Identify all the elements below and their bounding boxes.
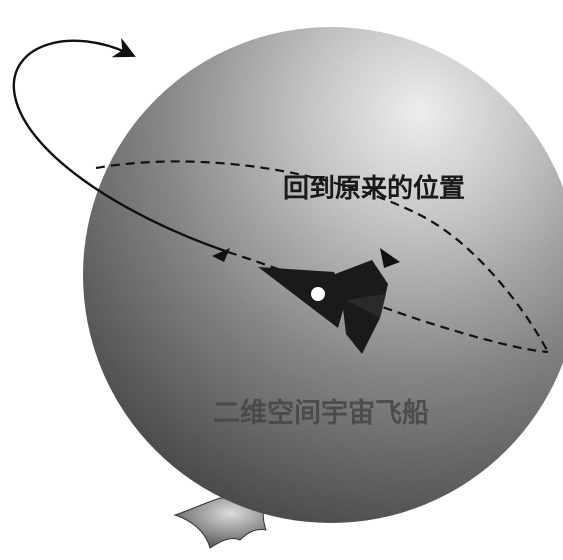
rocket-icon — [258, 260, 388, 354]
spaceship-label: 二维空间宇宙飞船 — [213, 397, 429, 429]
arrowhead-icon — [380, 248, 400, 268]
loop-arrow — [12, 37, 229, 254]
return-label: 回到原来的位置 — [283, 173, 465, 204]
balloon-knot-icon — [173, 497, 269, 549]
dashed-orbit-path — [95, 160, 549, 353]
dashed-orbit-path-lower — [227, 250, 549, 354]
arrowhead-icon — [212, 248, 230, 262]
ship-window — [311, 287, 325, 301]
